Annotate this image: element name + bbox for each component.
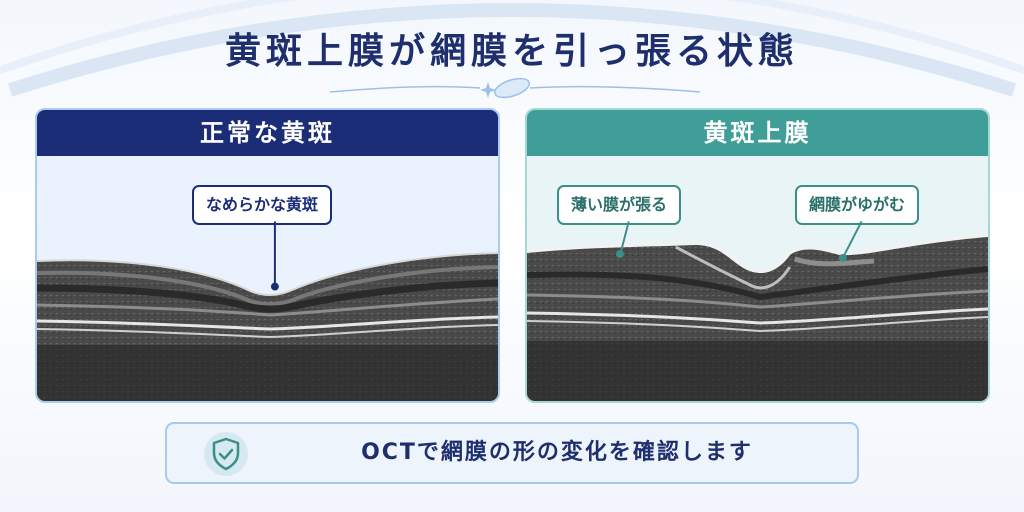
- callout-thin-membrane: 薄い膜が張る: [557, 185, 682, 225]
- sparkle-icon: [480, 82, 496, 98]
- shield-check-icon: [204, 432, 248, 476]
- banner-text: OCTで網膜の形の変化を確認します: [361, 440, 753, 465]
- oct-info-banner: OCTで網膜の形の変化を確認します: [165, 422, 859, 484]
- callout-retina-distorted: 網膜がゆがむ: [795, 185, 920, 225]
- normal-macula-header: 正常な黄斑: [37, 110, 498, 156]
- oct-image-normal: [37, 252, 498, 401]
- page-title: 黄斑上膜が網膜を引っ張る状態: [224, 31, 799, 72]
- erm-panel: 黄斑上膜 薄い膜が張る 網膜がゆがむ: [525, 108, 990, 403]
- lens-icon: [493, 77, 531, 99]
- oct-image-erm: [527, 233, 988, 401]
- callout-smooth-macula: なめらかな黄斑: [192, 185, 333, 225]
- erm-header: 黄斑上膜: [527, 110, 988, 156]
- normal-macula-panel: 正常な黄斑 なめらかな黄斑: [35, 108, 500, 403]
